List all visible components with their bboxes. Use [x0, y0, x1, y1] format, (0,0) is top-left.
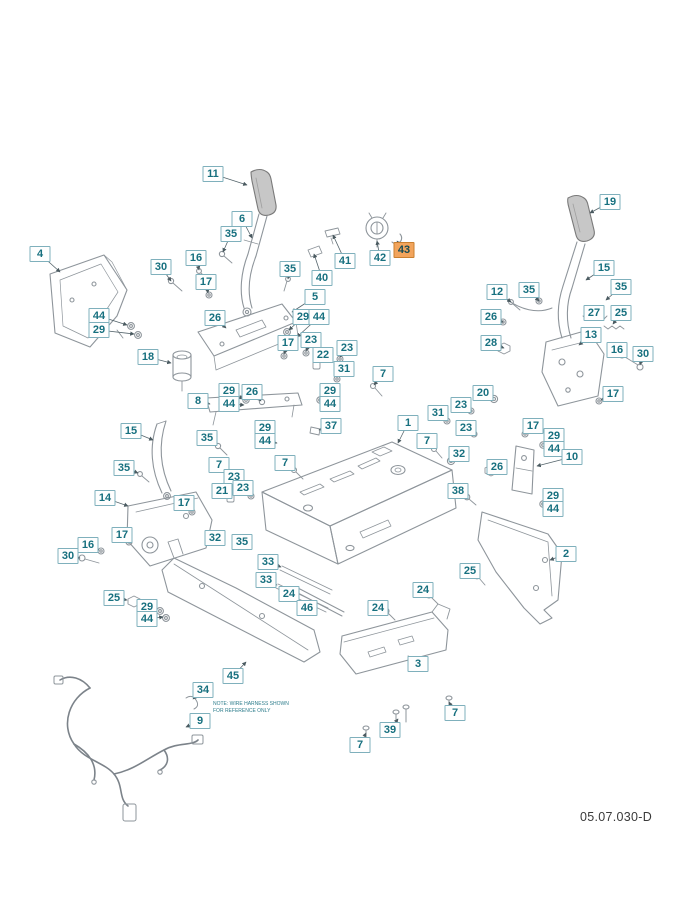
- part-callout-34[interactable]: 34: [192, 682, 214, 698]
- part-callout-45[interactable]: 45: [222, 668, 244, 684]
- part-callout-18[interactable]: 18: [137, 349, 159, 365]
- part-callout-24[interactable]: 24: [367, 600, 389, 616]
- part-callout-44[interactable]: 44: [218, 396, 240, 412]
- harness-note-line2: FOR REFERENCE ONLY: [213, 707, 271, 714]
- part-callout-32[interactable]: 32: [448, 446, 470, 462]
- part-callout-23[interactable]: 23: [232, 480, 254, 496]
- part-callout-17[interactable]: 17: [602, 386, 624, 402]
- part-callout-37[interactable]: 37: [320, 418, 342, 434]
- harness-note: NOTE: WIRE HARNESS SHOWN FOR REFERENCE O…: [213, 701, 299, 714]
- part-callout-17[interactable]: 17: [195, 274, 217, 290]
- part-callout-30[interactable]: 30: [57, 548, 79, 564]
- part-callout-44[interactable]: 44: [319, 396, 341, 412]
- part-callout-44[interactable]: 44: [254, 433, 276, 449]
- part-callout-25[interactable]: 25: [459, 563, 481, 579]
- part-callout-23[interactable]: 23: [336, 340, 358, 356]
- part-callout-12[interactable]: 12: [486, 284, 508, 300]
- part-callout-35[interactable]: 35: [279, 261, 301, 277]
- part-callout-11[interactable]: 11: [202, 166, 224, 182]
- part-callout-31[interactable]: 31: [427, 405, 449, 421]
- part-callout-40[interactable]: 40: [311, 270, 333, 286]
- part-callout-26[interactable]: 26: [480, 309, 502, 325]
- part-callout-7[interactable]: 7: [349, 737, 371, 753]
- part-callout-3[interactable]: 3: [407, 656, 429, 672]
- figure-code: 05.07.030-D: [580, 810, 653, 824]
- part-callout-2[interactable]: 2: [555, 546, 577, 562]
- part-callout-33[interactable]: 33: [255, 572, 277, 588]
- part-callout-7[interactable]: 7: [274, 455, 296, 471]
- part-callout-16[interactable]: 16: [77, 537, 99, 553]
- part-callout-5[interactable]: 5: [304, 289, 326, 305]
- part-callout-23[interactable]: 23: [450, 397, 472, 413]
- part-callout-27[interactable]: 27: [583, 305, 605, 321]
- part-callout-23[interactable]: 23: [455, 420, 477, 436]
- part-callout-10[interactable]: 10: [561, 449, 583, 465]
- part-callout-29[interactable]: 29: [88, 322, 110, 338]
- part-callout-25[interactable]: 25: [103, 590, 125, 606]
- part-callout-46[interactable]: 46: [296, 600, 318, 616]
- part-callout-16[interactable]: 16: [606, 342, 628, 358]
- part-callout-38[interactable]: 38: [447, 483, 469, 499]
- part-callout-42[interactable]: 42: [369, 250, 391, 266]
- part-callout-44[interactable]: 44: [88, 308, 110, 324]
- part-callout-20[interactable]: 20: [472, 385, 494, 401]
- part-callout-44[interactable]: 44: [308, 309, 330, 325]
- part-callout-16[interactable]: 16: [185, 250, 207, 266]
- part-callout-44[interactable]: 44: [542, 501, 564, 517]
- part-callout-25[interactable]: 25: [610, 305, 632, 321]
- part-callout-15[interactable]: 15: [120, 423, 142, 439]
- part-callout-17[interactable]: 17: [277, 335, 299, 351]
- part-callout-32[interactable]: 32: [204, 530, 226, 546]
- part-callout-31[interactable]: 31: [333, 361, 355, 377]
- part-callout-7[interactable]: 7: [444, 705, 466, 721]
- part-callout-6[interactable]: 6: [231, 211, 253, 227]
- part-callout-26[interactable]: 26: [204, 310, 226, 326]
- part-callout-9[interactable]: 9: [189, 713, 211, 729]
- part-callout-35[interactable]: 35: [220, 226, 242, 242]
- part-callout-35[interactable]: 35: [113, 460, 135, 476]
- part-callout-15[interactable]: 15: [593, 260, 615, 276]
- part-callout-33[interactable]: 33: [257, 554, 279, 570]
- part-callout-19[interactable]: 19: [599, 194, 621, 210]
- part-callout-35[interactable]: 35: [610, 279, 632, 295]
- part-callout-7[interactable]: 7: [416, 433, 438, 449]
- part-callout-35[interactable]: 35: [231, 534, 253, 550]
- part-callout-35[interactable]: 35: [518, 282, 540, 298]
- part-callout-13[interactable]: 13: [580, 327, 602, 343]
- part-callout-30[interactable]: 30: [150, 259, 172, 275]
- part-callout-22[interactable]: 22: [312, 347, 334, 363]
- harness-note-line1: NOTE: WIRE HARNESS SHOWN: [213, 701, 289, 707]
- part-callout-17[interactable]: 17: [173, 495, 195, 511]
- part-callout-24[interactable]: 24: [412, 582, 434, 598]
- part-callout-8[interactable]: 8: [187, 393, 209, 409]
- part-callout-44[interactable]: 44: [136, 611, 158, 627]
- part-callout-7[interactable]: 7: [372, 366, 394, 382]
- part-callout-21[interactable]: 21: [211, 483, 233, 499]
- part-callout-26[interactable]: 26: [486, 459, 508, 475]
- part-callout-4[interactable]: 4: [29, 246, 51, 262]
- part-callout-17[interactable]: 17: [522, 418, 544, 434]
- part-callout-35[interactable]: 35: [196, 430, 218, 446]
- part-callout-43[interactable]: 43: [393, 242, 415, 258]
- part-callout-14[interactable]: 14: [94, 490, 116, 506]
- part-callout-28[interactable]: 28: [480, 335, 502, 351]
- part-callout-1[interactable]: 1: [397, 415, 419, 431]
- part-callout-17[interactable]: 17: [111, 527, 133, 543]
- part-callout-23[interactable]: 23: [300, 332, 322, 348]
- part-callout-30[interactable]: 30: [632, 346, 654, 362]
- part-callout-26[interactable]: 26: [241, 384, 263, 400]
- part-callout-39[interactable]: 39: [379, 722, 401, 738]
- part-callout-41[interactable]: 41: [334, 253, 356, 269]
